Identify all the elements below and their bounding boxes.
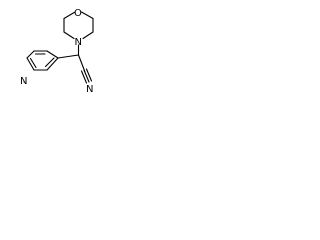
bond-o-c1 <box>80 11 94 20</box>
bond-py-3 <box>26 50 35 59</box>
atom-labels: O N N N <box>20 8 93 95</box>
bond-n-c3 <box>63 31 75 40</box>
atom-o-morpholine: O <box>74 8 82 19</box>
structure-diagram: O N N N <box>20 8 94 95</box>
bond-triple-2 <box>85 68 93 82</box>
bond-py-6b <box>44 57 55 68</box>
bond-alpha-nitrile-c <box>77 54 86 73</box>
bond-py-4b <box>29 57 37 69</box>
bond-c4-o <box>63 11 76 20</box>
bond-lines <box>23 11 94 84</box>
bond-py-1 <box>46 50 59 59</box>
bond-py-6 <box>46 57 59 71</box>
atom-n-morpholine: N <box>75 37 82 48</box>
bond-alpha-pyridine <box>57 54 80 59</box>
bond-triple-3 <box>80 70 88 84</box>
bond-c2-n <box>82 31 94 40</box>
atom-n-pyridine: N <box>20 76 27 87</box>
bond-py-4 <box>26 57 35 71</box>
bond-triple-1 <box>83 69 90 83</box>
atom-n-nitrile: N <box>86 84 93 95</box>
